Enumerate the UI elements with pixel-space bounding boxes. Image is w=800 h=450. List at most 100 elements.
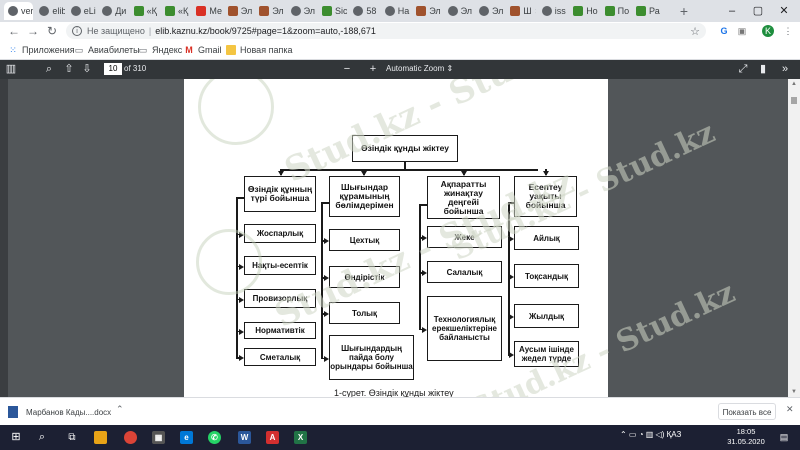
browser-tab[interactable]: Эл✕	[475, 2, 504, 20]
close-download-bar-icon[interactable]: ✕	[786, 404, 794, 414]
site-icon	[322, 6, 332, 16]
connector-line	[236, 197, 238, 357]
bookmark-yandex[interactable]: ▭ Яндекс	[138, 42, 183, 57]
chrome-icon	[39, 6, 50, 16]
tools-icon[interactable]: »	[781, 63, 789, 75]
page-number-input[interactable]: 10	[104, 63, 122, 75]
browser-tab[interactable]: iss✕	[538, 2, 567, 20]
search-icon[interactable]: ⌕	[45, 63, 53, 75]
back-button[interactable]: ←	[8, 24, 20, 38]
browser-tab[interactable]: elib✕	[35, 2, 65, 20]
notifications-icon[interactable]: ▤	[779, 432, 789, 442]
new-tab-button[interactable]: +	[679, 3, 689, 19]
browser-tab[interactable]: Ме✕	[192, 2, 222, 20]
windows-taskbar: ⊞ ⌕ ⧉ ▦ e ✆ W A X ⌃ ▭ ◔ ▥ ◁) ҚАЗ 18:05 3…	[0, 425, 800, 450]
excel-icon[interactable]: X	[294, 431, 307, 444]
address-bar[interactable]: i Не защищено | elib.kaznu.kz/book/9725#…	[66, 23, 706, 39]
browser-tab[interactable]: Эл✕	[412, 2, 441, 20]
edge-icon[interactable]: e	[180, 431, 193, 444]
language-indicator[interactable]: ҚАЗ	[666, 430, 682, 439]
bookmark-aviabilety[interactable]: ▭ Авиабилеты	[74, 42, 140, 57]
browser-tab[interactable]: Эл✕	[255, 2, 284, 20]
category-item-box: Нақты-есептік	[244, 256, 316, 275]
browser-tab[interactable]: Эл✕	[444, 2, 473, 20]
page-total: of 310	[124, 64, 147, 73]
extension-icon[interactable]: ▣	[737, 26, 747, 36]
browser-tab[interactable]: Ди✕	[98, 2, 127, 20]
category-item-box: Шығындардың пайда болу орындары бойынша	[329, 335, 414, 380]
browser-tab[interactable]: «Қ✕	[130, 2, 159, 20]
security-label: Не защищено	[87, 26, 145, 36]
search-icon[interactable]: ⌕	[38, 431, 46, 443]
bookmark-star-icon[interactable]: ☆	[690, 25, 700, 38]
zoom-select[interactable]: Automatic Zoom ⇕	[386, 63, 453, 75]
scrollbar-thumb[interactable]	[791, 97, 797, 104]
browser-tab[interactable]: Sic✕	[318, 2, 347, 20]
whatsapp-icon[interactable]: ✆	[208, 431, 221, 444]
connector-line	[321, 313, 325, 315]
browser-tab[interactable]: Эл✕	[287, 2, 316, 20]
category-item-box: Жоспарлық	[244, 224, 316, 243]
menu-dots-icon[interactable]: ⋮	[783, 26, 793, 36]
close-window-button[interactable]: ✕	[779, 5, 789, 17]
bookmark-folder[interactable]: Новая папка	[226, 42, 292, 57]
category-item-box: Салалық	[427, 261, 502, 283]
vertical-scrollbar[interactable]	[788, 79, 800, 397]
system-tray[interactable]: ⌃ ▭ ◔ ▥ ◁) ҚАЗ	[620, 430, 682, 439]
browser-tab[interactable]: Ш✕	[506, 2, 536, 20]
task-view-icon[interactable]: ⧉	[68, 432, 76, 443]
show-all-downloads-button[interactable]: Показать все	[718, 403, 776, 420]
browser-tab[interactable]: На✕	[381, 2, 410, 20]
forward-button[interactable]: →	[27, 24, 39, 38]
scroll-down-icon[interactable]: ▼	[791, 389, 797, 395]
connector-line	[281, 169, 538, 171]
chrome-icon	[290, 6, 301, 16]
chrome-taskbar-icon[interactable]	[124, 431, 137, 444]
browser-tab[interactable]: eLi✕	[67, 2, 96, 20]
clock[interactable]: 18:05 31.05.2020	[726, 427, 766, 447]
url-text[interactable]: elib.kaznu.kz/book/9725#page=1&zoom=auto…	[155, 26, 376, 36]
bookmark-icon[interactable]: ▮	[759, 63, 767, 75]
next-page-icon[interactable]: ⇩	[82, 63, 92, 75]
fullscreen-icon[interactable]: ⤢	[738, 63, 748, 75]
grammarly-extension-icon[interactable]: G	[720, 26, 728, 36]
bookmark-gmail[interactable]: M Gmail	[184, 42, 221, 57]
maximize-button[interactable]: ▢	[752, 5, 764, 17]
minimize-button[interactable]: –	[728, 5, 736, 17]
file-explorer-icon[interactable]	[94, 431, 107, 444]
zoom-out-button[interactable]: −	[343, 63, 351, 75]
connector-line	[236, 298, 240, 300]
connector-line	[236, 197, 244, 199]
category-item-box: Тоқсандық	[514, 264, 579, 288]
zoom-in-button[interactable]: +	[369, 63, 377, 75]
browser-tab[interactable]: Ра✕	[632, 2, 661, 20]
profile-avatar[interactable]: K	[762, 25, 774, 37]
browser-tab[interactable]: 58✕	[349, 2, 378, 20]
bookmark-label: Новая папка	[240, 44, 293, 55]
bookmark-apps[interactable]: ⁙ Приложения	[8, 42, 74, 57]
chevron-up-icon[interactable]: ⌃	[116, 404, 124, 414]
word-file-icon	[8, 406, 18, 418]
tab-title: На	[397, 6, 410, 16]
browser-tab[interactable]: «Қ✕	[161, 2, 190, 20]
tab-title: Эл	[460, 6, 473, 16]
browser-tab[interactable]: Но✕	[569, 2, 598, 20]
calculator-icon[interactable]: ▦	[152, 431, 165, 444]
browser-tab[interactable]: Эл✕	[224, 2, 253, 20]
browser-tab[interactable]: ver✕	[4, 2, 34, 20]
windows-start-icon[interactable]: ⊞	[11, 431, 21, 443]
word-taskbar-icon[interactable]: W	[238, 431, 251, 444]
arrow-right-icon	[324, 311, 329, 317]
close-tab-icon[interactable]: ✕	[535, 7, 536, 16]
connector-line	[508, 202, 510, 354]
sidebar-toggle-icon[interactable]: ▥	[5, 63, 17, 75]
scroll-up-icon[interactable]: ▲	[791, 81, 797, 87]
browser-tab[interactable]: По✕	[601, 2, 630, 20]
previous-page-icon[interactable]: ⇧	[64, 63, 74, 75]
download-item[interactable]: Марбанов Кады....docx	[8, 404, 111, 420]
library-icon	[510, 6, 521, 16]
info-icon[interactable]: i	[72, 26, 82, 36]
reload-button[interactable]: ↻	[46, 24, 58, 38]
acrobat-icon[interactable]: A	[266, 431, 279, 444]
